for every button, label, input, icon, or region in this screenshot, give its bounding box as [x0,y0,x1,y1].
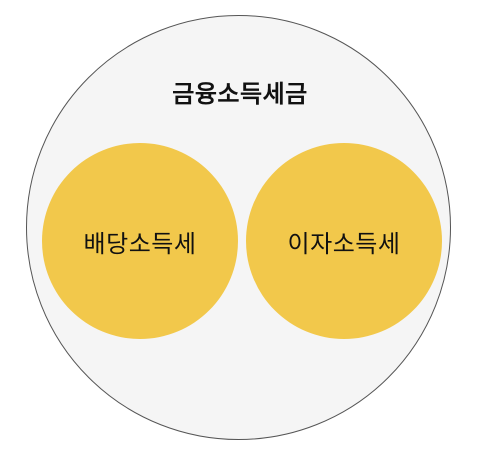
inner-circle-interest-income-tax: 이자소득세 [246,143,442,339]
inner-circle-label-dividend: 배당소득세 [83,229,197,258]
inner-circle-label-interest: 이자소득세 [287,229,401,258]
inner-circle-dividend-income-tax: 배당소득세 [42,143,238,339]
outer-circle-label: 금융소득세금 [172,80,308,108]
